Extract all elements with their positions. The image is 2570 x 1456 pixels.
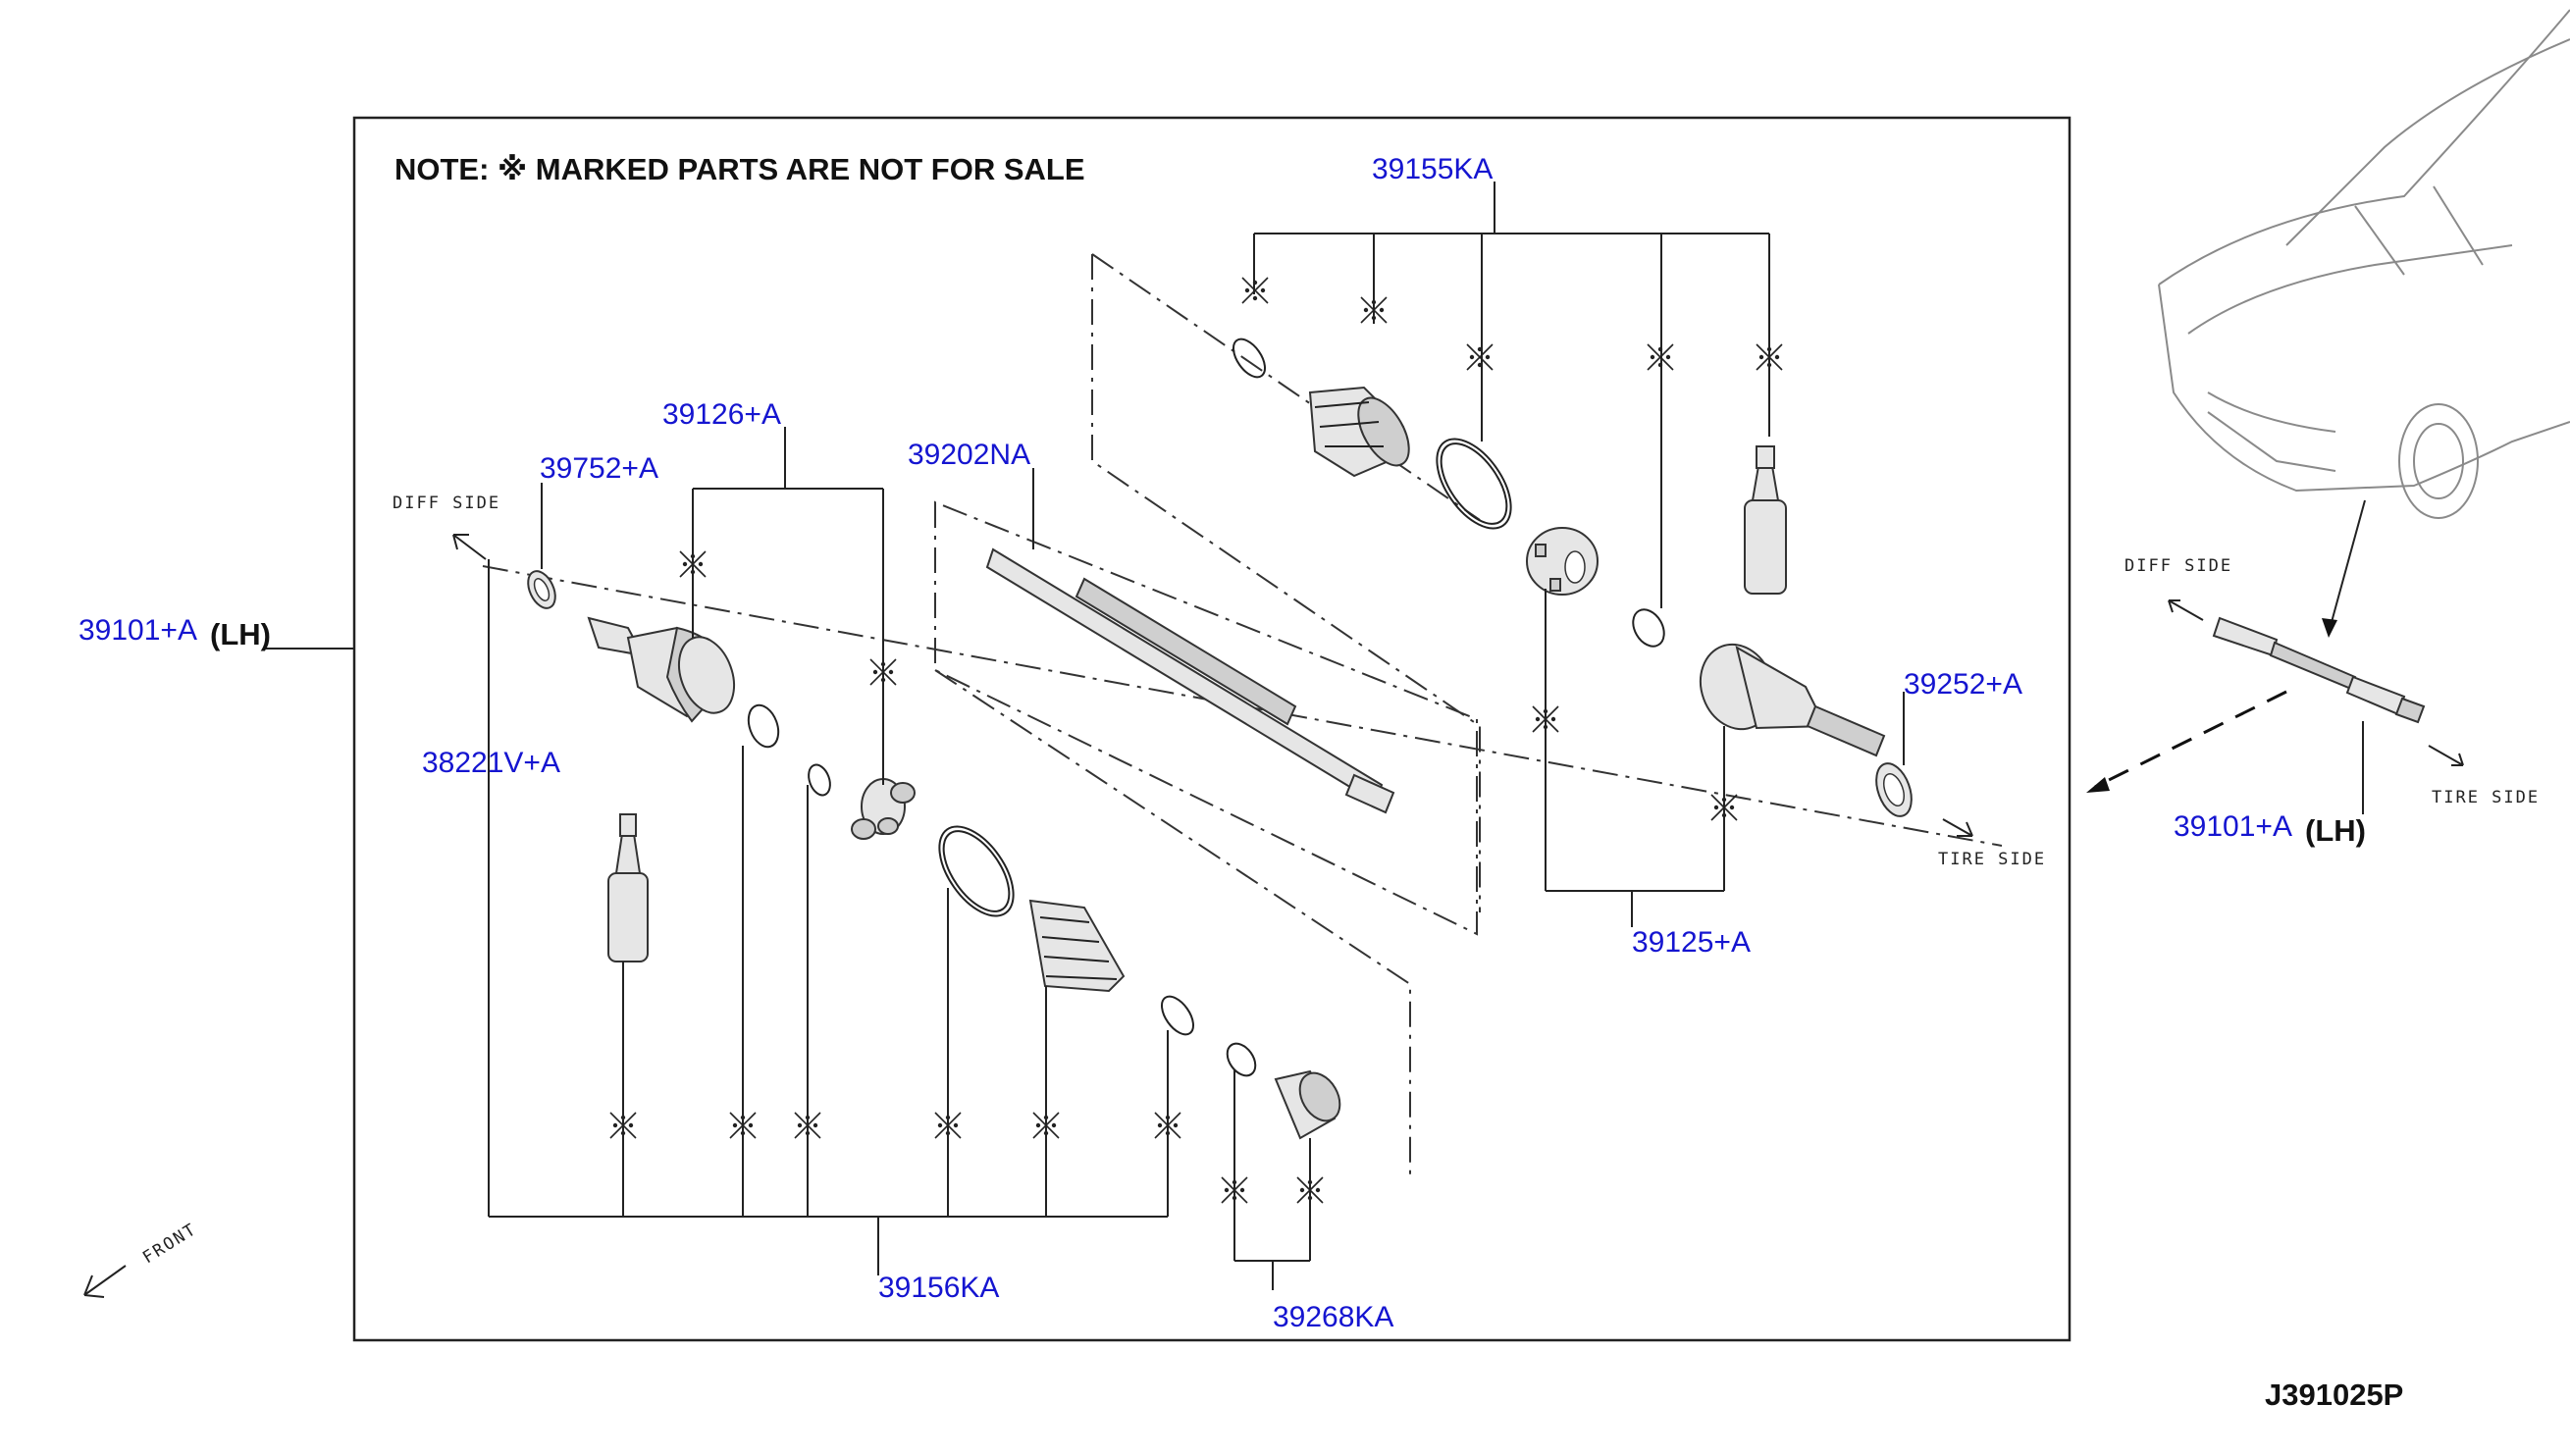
part-link-38221VA[interactable]: 38221V+A (422, 747, 560, 779)
boot-band-small (1161, 995, 1194, 1036)
grease-tube-right (1744, 445, 1787, 595)
boot-band-large (938, 825, 1015, 917)
tire-side-indicator: TIRE SIDE (1938, 818, 2046, 869)
diagram-frame (352, 116, 2072, 1342)
not-for-sale-mark-icon (1360, 296, 1388, 324)
inner-boot (1028, 899, 1126, 993)
not-for-sale-mark-icon (1296, 1176, 1324, 1204)
group-box-39202 (934, 500, 1478, 936)
front-indicator: FRONT (83, 1220, 201, 1298)
vehicle-illustration (2158, 9, 2570, 519)
part-link-39268KA[interactable]: 39268KA (1273, 1301, 1393, 1333)
not-for-sale-mark-icon (1466, 343, 1494, 371)
not-for-sale-mark-icon (1154, 1112, 1181, 1139)
not-for-sale-mark-icon (1647, 343, 1674, 371)
direction-arrow-icon (2428, 745, 2464, 766)
part-link-39125A[interactable]: 39125+A (1632, 926, 1751, 959)
ball-cage (1526, 527, 1599, 596)
not-for-sale-mark-icon (1241, 277, 1269, 304)
diff-side-label: DIFF SIDE (393, 494, 500, 513)
direction-arrow-icon (452, 534, 487, 560)
not-for-sale-mark-icon (609, 1112, 637, 1139)
oil-seal-39752-inner (533, 578, 551, 601)
not-for-sale-mark-icon (934, 1112, 962, 1139)
tire-side-label: TIRE SIDE (1938, 850, 2046, 869)
part-link-39202NA[interactable]: 39202NA (908, 439, 1030, 471)
part-link-39126A[interactable]: 39126+A (662, 398, 781, 431)
inset-drive-shaft (2212, 616, 2426, 724)
oil-seal-39252-inner (1882, 772, 1906, 807)
spider-assembly (851, 778, 916, 840)
boot-band-large-outer (1436, 438, 1512, 530)
leader-39125A (1545, 589, 1725, 927)
inset-tire-side-label: TIRE SIDE (2432, 788, 2540, 807)
direction-arrow-icon (2168, 599, 2204, 621)
inset-diff-side-indicator: DIFF SIDE (2124, 556, 2232, 621)
note-text: NOTE: ※ MARKED PARTS ARE NOT FOR SALE (394, 152, 1085, 186)
inner-joint-housing (587, 616, 736, 723)
grease-tube-left (607, 813, 649, 962)
boot-band-large-outer-inner (1440, 442, 1508, 525)
not-for-sale-mark-icon (1756, 343, 1783, 371)
leader-39126A (692, 427, 884, 785)
not-for-sale-mark-icon (1221, 1176, 1248, 1204)
group-box-39156 (934, 669, 1411, 1177)
side-label-lh: (LH) (210, 617, 271, 651)
inset-part-link-39101A[interactable]: 39101+A (2174, 810, 2292, 843)
part-link-39252A[interactable]: 39252+A (1904, 668, 2022, 701)
part-link-39752A[interactable]: 39752+A (540, 452, 658, 485)
snap-ring-small (808, 763, 831, 797)
callout-dashed-arrow (2094, 690, 2287, 789)
leader-39156KA (488, 559, 1169, 1275)
damper-band-39268 (1226, 1042, 1257, 1077)
not-for-sale-mark-icon (679, 550, 707, 578)
inset-diff-side-label: DIFF SIDE (2124, 556, 2232, 576)
drive-shaft-39202NA (985, 547, 1395, 814)
front-label: FRONT (139, 1220, 200, 1268)
group-box-39155-top (1091, 253, 1481, 521)
direction-arrow-icon (2322, 618, 2337, 638)
not-for-sale-mark-icon (1532, 705, 1559, 733)
not-for-sale-mark-icon (794, 1112, 821, 1139)
circlip-outer (1632, 608, 1665, 648)
not-for-sale-mark-icon (1032, 1112, 1060, 1139)
direction-arrow-icon (2086, 777, 2110, 793)
callout-arrow (2328, 499, 2366, 634)
diff-side-indicator: DIFF SIDE (393, 494, 500, 560)
not-for-sale-mark-icon (869, 658, 897, 686)
boot-band-large-inner (942, 830, 1011, 912)
boot-band-small-outer (1233, 338, 1266, 379)
inset-tire-side-indicator: TIRE SIDE (2428, 745, 2540, 807)
inset-side-label-lh: (LH) (2305, 813, 2366, 848)
group-box-39155 (1091, 254, 1481, 912)
not-for-sale-mark-icon (729, 1112, 757, 1139)
not-for-sale-mark-icon (1710, 794, 1738, 821)
direction-arrow-icon (83, 1265, 127, 1298)
diagram-code: J391025P (2265, 1378, 2403, 1412)
leader-39155KA (1253, 182, 1770, 608)
part-link-39101A[interactable]: 39101+A (79, 614, 197, 647)
snap-ring-38221V (747, 703, 780, 749)
outer-joint-39125 (1699, 643, 1886, 757)
part-link-39156KA[interactable]: 39156KA (878, 1272, 999, 1304)
part-link-39155KA[interactable]: 39155KA (1372, 153, 1493, 185)
direction-arrow-icon (1942, 818, 1973, 837)
outer-boot (1308, 386, 1410, 478)
dynamic-damper-39268 (1274, 1069, 1341, 1140)
